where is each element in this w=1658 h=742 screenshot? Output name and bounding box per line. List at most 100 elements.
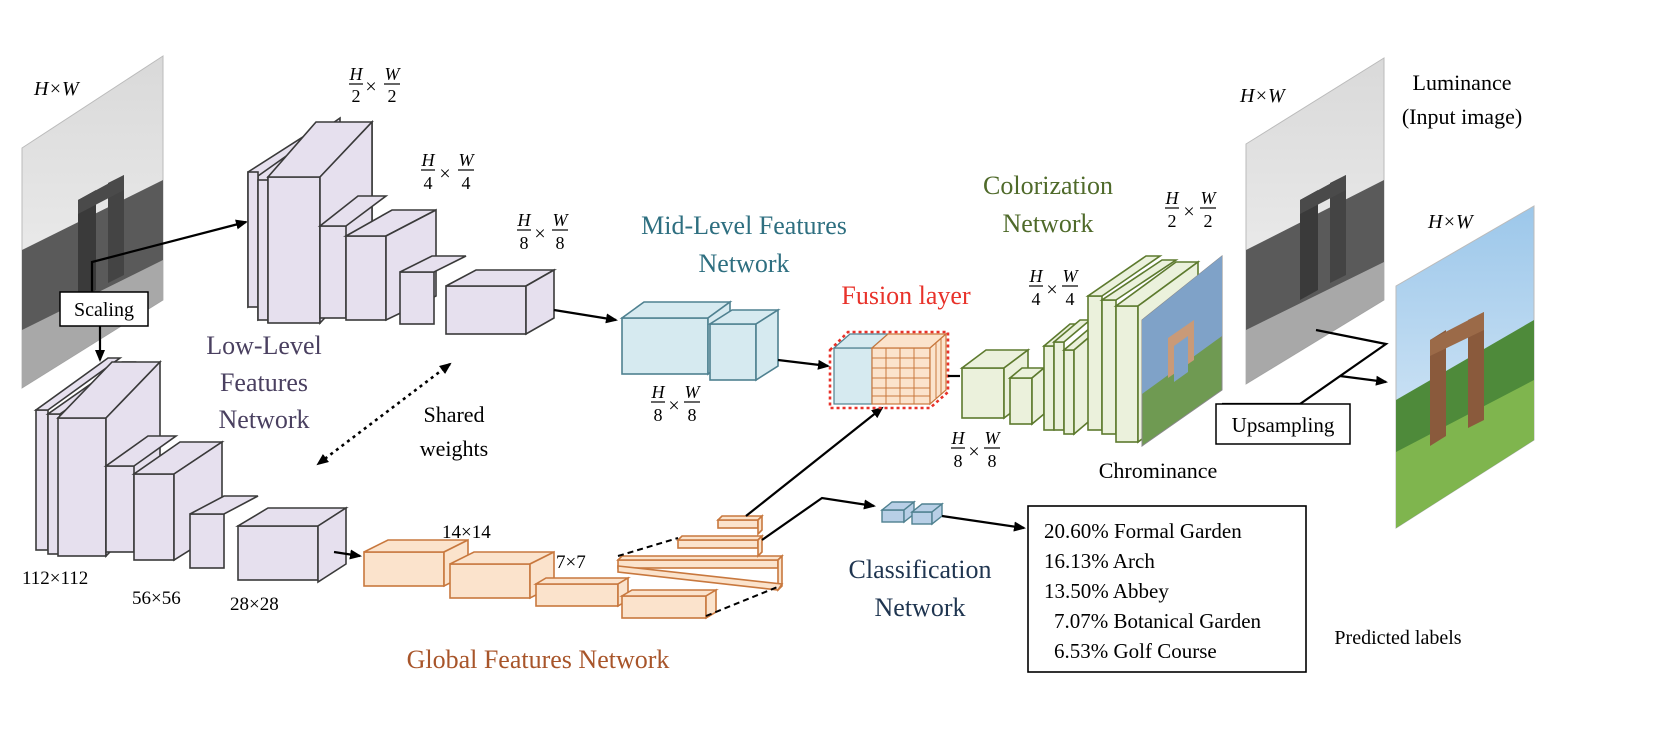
dim-28: 28×28 — [230, 594, 279, 615]
svg-text:W: W — [985, 428, 1002, 448]
svg-text:Low-Level: Low-Level — [206, 331, 322, 360]
svg-text:H: H — [421, 150, 436, 170]
luminance-image — [1245, 57, 1385, 385]
upsampling-label: Upsampling — [1232, 413, 1335, 437]
svg-text:2: 2 — [1204, 211, 1213, 231]
output-image — [1395, 205, 1535, 529]
svg-text:W: W — [553, 210, 570, 230]
svg-text:4: 4 — [424, 173, 433, 193]
svg-text:2: 2 — [1168, 211, 1177, 231]
dim-7: 7×7 — [556, 552, 586, 573]
prediction-item: 20.60% Formal Garden — [1044, 519, 1242, 543]
svg-text:W: W — [1063, 266, 1080, 286]
arrow-low-to-global — [333, 549, 362, 560]
arrow-global-to-fusion — [745, 406, 884, 517]
arrow-global-to-class — [761, 496, 876, 541]
svg-text:2: 2 — [388, 86, 397, 106]
svg-text:8: 8 — [954, 451, 963, 471]
svg-text:W: W — [1201, 188, 1218, 208]
svg-text:8: 8 — [988, 451, 997, 471]
classification-label: Classification Network — [849, 555, 992, 622]
svg-text:weights: weights — [420, 436, 488, 461]
chrominance-image — [1141, 254, 1223, 447]
dim-half-upper: H 2 × W 2 — [349, 64, 402, 106]
predicted-labels-caption: Predicted labels — [1334, 627, 1461, 649]
svg-text:8: 8 — [556, 233, 565, 253]
svg-text:H: H — [1029, 266, 1044, 286]
svg-text:H: H — [651, 382, 666, 402]
svg-text:2: 2 — [352, 86, 361, 106]
dim-eighth-upper: H 8 × W 8 — [517, 210, 570, 253]
svg-text:Features: Features — [220, 368, 308, 397]
svg-text:8: 8 — [520, 233, 529, 253]
svg-text:×: × — [1183, 201, 1194, 223]
svg-text:4: 4 — [1032, 289, 1041, 309]
chrominance-label: Chrominance — [1099, 458, 1218, 483]
dim-quarter-color: H 4 × W 4 — [1029, 266, 1080, 309]
dim-eighth-mid: H 8 × W 8 — [651, 382, 702, 425]
shared-weights-label: Shared weights — [420, 402, 488, 461]
svg-text:W: W — [459, 150, 476, 170]
svg-text:W: W — [685, 382, 702, 402]
fusion-layer — [828, 330, 950, 410]
arrow-class-to-labels — [941, 514, 1026, 532]
colorization-label: Colorization Network — [983, 171, 1113, 238]
svg-text:Luminance: Luminance — [1413, 70, 1512, 95]
predictions-box: 20.60% Formal Garden 16.13% Arch 13.50% … — [1027, 505, 1307, 673]
arrow-mid-to-fusion — [777, 358, 830, 370]
svg-text:×: × — [534, 223, 545, 245]
low-level-features-lower — [33, 357, 349, 584]
global-dashed-links — [617, 537, 781, 617]
input-arrows — [90, 219, 248, 362]
input-image — [21, 55, 164, 389]
svg-text:×: × — [968, 441, 979, 463]
input-dim-label: H×W — [33, 78, 81, 100]
low-level-label: Low-Level Features Network — [206, 331, 322, 434]
svg-text:H: H — [951, 428, 966, 448]
svg-text:Classification: Classification — [849, 555, 992, 584]
classification-network — [880, 500, 944, 526]
dim-quarter-upper: H 4 × W 4 — [421, 150, 476, 193]
dim-eighth-color: H 8 × W 8 — [951, 428, 1002, 471]
mid-level-label: Mid-Level Features Network — [641, 211, 847, 278]
svg-text:Mid-Level Features: Mid-Level Features — [641, 211, 847, 240]
global-features-network — [363, 514, 784, 620]
dim-112: 112×112 — [22, 568, 88, 589]
scaling-box: Scaling — [59, 291, 149, 327]
luminance-dim-label: H×W — [1239, 85, 1287, 107]
svg-text:8: 8 — [688, 405, 697, 425]
mid-level-features-network — [619, 300, 781, 382]
svg-text:8: 8 — [654, 405, 663, 425]
svg-text:Network: Network — [219, 405, 310, 434]
svg-text:(Input image): (Input image) — [1402, 104, 1522, 129]
upsampling-box: Upsampling — [1215, 403, 1351, 445]
output-dim-label: H×W — [1427, 211, 1475, 233]
svg-text:4: 4 — [462, 173, 471, 193]
svg-text:Network: Network — [699, 249, 790, 278]
svg-text:H: H — [349, 64, 364, 84]
prediction-item: 13.50% Abbey — [1044, 579, 1169, 603]
svg-text:W: W — [385, 64, 402, 84]
dim-56: 56×56 — [132, 588, 181, 609]
svg-text:×: × — [1046, 279, 1057, 301]
prediction-item: 7.07% Botanical Garden — [1054, 609, 1262, 633]
svg-text:×: × — [365, 76, 376, 98]
scaling-label: Scaling — [74, 299, 134, 321]
svg-text:H: H — [517, 210, 532, 230]
svg-text:×: × — [439, 163, 450, 185]
dim-half-color: H 2 × W 2 — [1165, 188, 1218, 231]
svg-text:×: × — [668, 395, 679, 417]
arrow-low-to-mid — [553, 308, 618, 324]
luminance-label: Luminance (Input image) — [1402, 70, 1522, 129]
svg-text:H: H — [1165, 188, 1180, 208]
svg-text:4: 4 — [1066, 289, 1075, 309]
dim-14: 14×14 — [442, 522, 491, 543]
fusion-label: Fusion layer — [841, 281, 971, 310]
prediction-item: 16.13% Arch — [1044, 549, 1155, 573]
prediction-item: 6.53% Golf Course — [1054, 639, 1217, 663]
low-level-features-upper — [247, 116, 558, 336]
svg-text:Shared: Shared — [423, 402, 484, 427]
global-features-label: Global Features Network — [407, 645, 670, 674]
svg-text:Network: Network — [1003, 209, 1094, 238]
